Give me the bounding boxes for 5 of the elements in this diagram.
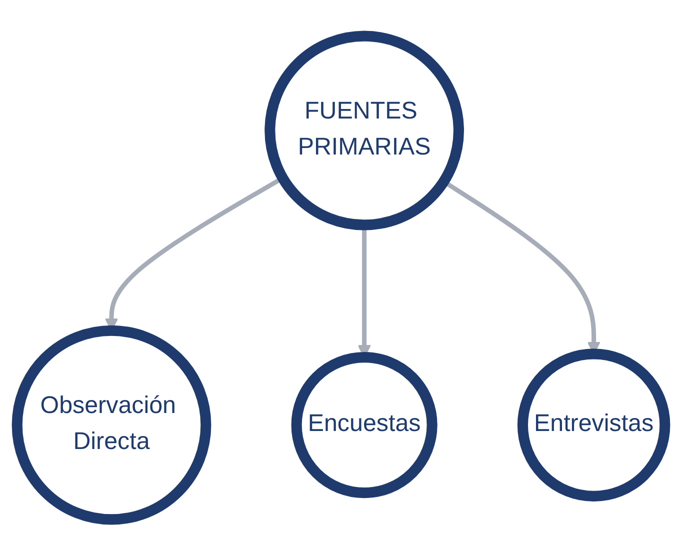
node-circle [517,348,670,502]
node-circle [264,31,464,230]
node-circle [12,326,212,525]
diagram: Observación Directa FUENTES PRIMARIAS Encuestas Entrevistas [5,24,677,532]
node-circle [291,352,438,498]
